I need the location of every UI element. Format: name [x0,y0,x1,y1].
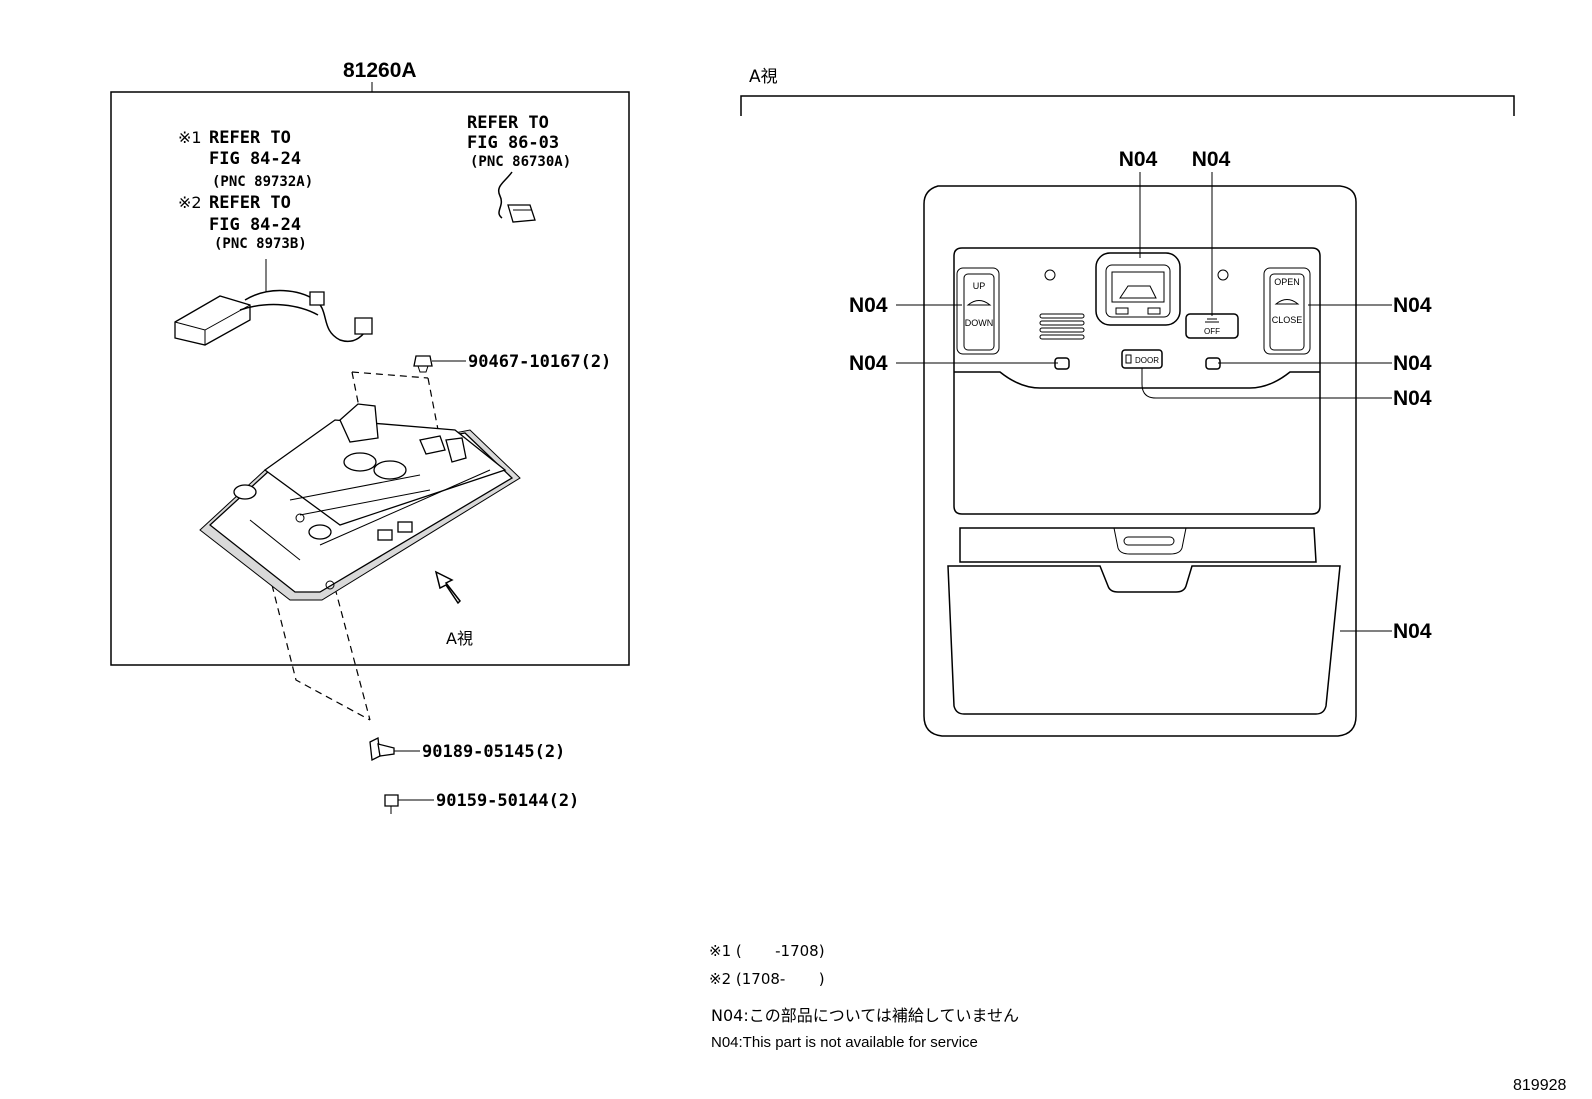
ref-mark: ※2 [178,193,202,212]
ref-line3: (PNC 89732A) [212,174,313,190]
view-a-label: A視 [446,629,473,648]
switch-close-label: CLOSE [1272,315,1303,325]
part-number-90467: 90467-10167(2) [468,352,611,372]
car-icon [1274,299,1300,305]
off-label: OFF [1204,327,1220,336]
n04-note-jp: N04:この部品については補給していません [711,1006,1019,1025]
door-label: DOOR [1135,356,1159,365]
n04-label: N04 [1119,148,1158,171]
switch-up-label: UP [973,281,986,291]
overhead-console-assembly [199,403,521,601]
ref-line1: REFER TO [209,193,291,213]
ref-line2: FIG 84-24 [209,149,301,169]
part-number-90159: 90159-50144(2) [436,791,579,811]
center-switch-module [1095,252,1181,326]
screw-90159 [384,794,434,814]
clip-90467 [413,355,466,373]
off-button: OFF [1185,313,1239,339]
switch-down-label: DOWN [965,318,994,328]
sunroof-tilt-switch: UP DOWN [956,267,1000,355]
connector-harness-small [498,171,536,223]
door-button: DOOR [1121,349,1163,369]
reference-block-1: ※1 REFER TO FIG 84-24 (PNC 89732A) [178,128,313,190]
wire-harness-module [174,259,373,346]
lamp-switch-right [1205,357,1221,370]
console-control-strip [954,371,1320,389]
n04-label: N04 [1393,352,1432,375]
ref-mark: ※1 [178,128,202,147]
ref-line1: REFER TO [467,113,549,133]
assembly-frame [110,91,630,666]
n04-label: N04 [849,294,888,317]
ref-line2: FIG 86-03 [467,133,559,153]
car-icon [1119,285,1157,299]
lamp-icon [1205,318,1219,323]
note-2: ※2 (1708- ) [709,970,825,988]
n04-label: N04 [1192,148,1231,171]
figure-id: 819928 [1513,1077,1566,1094]
view-a-title: A視 [749,67,778,87]
part-number-90189: 90189-05145(2) [422,742,565,762]
reference-block-3: REFER TO FIG 86-03 (PNC 86730A) [467,113,571,170]
reference-block-2: ※2 REFER TO FIG 84-24 (PNC 8973B) [178,193,307,252]
n04-label: N04 [1393,294,1432,317]
n04-note-en: N04:This part is not available for servi… [711,1034,978,1051]
car-icon [966,300,992,306]
n04-label: N04 [849,352,888,375]
note-1: ※1 ( -1708) [709,942,825,960]
n04-label: N04 [1393,620,1432,643]
ref-line3: (PNC 8973B) [214,236,307,252]
console-outer [923,185,1357,737]
screw-hole-right [1217,269,1229,281]
console-upper-panel [953,247,1321,515]
assembly-pnc: 81260A [343,59,417,82]
switch-open-label: OPEN [1274,277,1300,287]
sunglass-holder [947,527,1341,715]
n04-label: N04 [1393,387,1432,410]
n04-leader-lines [896,172,1392,632]
view-a-arrow [434,570,461,605]
sunroof-slide-switch: OPEN CLOSE [1263,267,1311,355]
bolt-90189 [369,737,420,761]
ref-line3: (PNC 86730A) [470,154,571,170]
ref-line1: REFER TO [209,128,291,148]
screw-hole-left [1044,269,1056,281]
microphone-grille [1039,313,1085,340]
ref-line2: FIG 84-24 [209,215,301,235]
view-a-bracket [740,95,1515,116]
